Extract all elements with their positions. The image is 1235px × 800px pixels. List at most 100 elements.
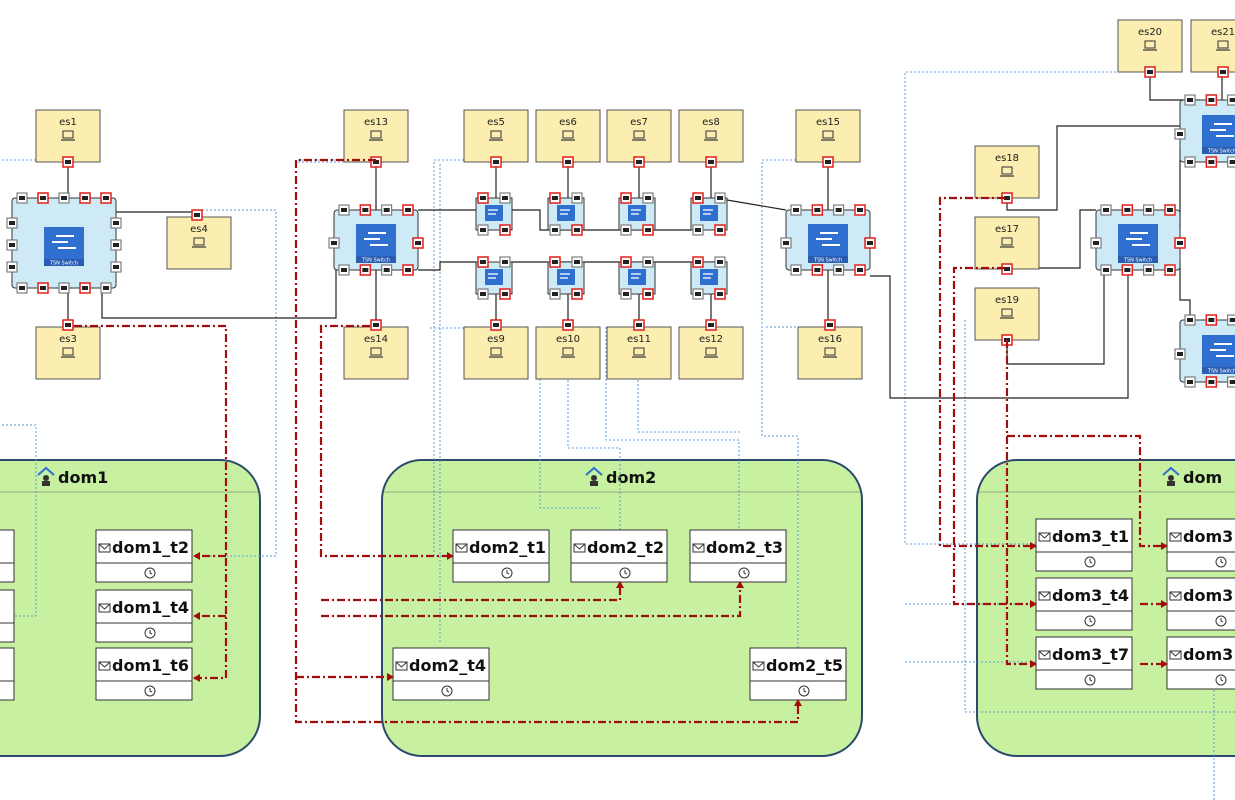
ethernet-port-icon[interactable] [477,256,489,268]
ethernet-port-icon[interactable] [79,192,91,204]
ethernet-port-icon[interactable] [692,256,704,268]
ethernet-port-icon[interactable] [854,204,866,216]
ethernet-port-icon[interactable] [790,264,802,276]
ethernet-port-icon[interactable] [1205,94,1218,106]
end-station-es1[interactable]: es1 [35,109,101,168]
ethernet-port-icon[interactable] [642,256,654,268]
task-d3t4[interactable]: dom3_t4 [1035,577,1133,631]
ethernet-port-icon[interactable] [790,204,802,216]
tsn-switch-sw2[interactable]: TSN Switch [328,204,424,276]
ethernet-port-icon[interactable] [110,217,122,229]
ethernet-port-icon[interactable] [100,282,112,294]
ethernet-port-icon[interactable] [477,288,489,300]
end-station-es21[interactable]: es21 [1190,19,1235,78]
end-station-es17[interactable]: es17 [974,216,1040,275]
ethernet-port-icon[interactable] [549,224,561,236]
task-d1t5[interactable]: 5 [0,647,15,701]
task-d3t5[interactable]: dom3 [1166,577,1235,631]
ethernet-port-icon[interactable] [1100,264,1112,276]
ethernet-port-icon[interactable] [79,282,91,294]
task-d3t1[interactable]: dom3_t1 [1035,518,1133,572]
ethernet-port-icon[interactable] [359,264,372,276]
ethernet-port-icon[interactable] [864,237,876,249]
task-d2t2[interactable]: dom2_t2 [570,529,668,583]
ethernet-port-icon[interactable] [549,192,561,204]
ethernet-port-icon[interactable] [37,282,49,294]
ethernet-port-icon[interactable] [58,192,70,204]
end-station-es3[interactable]: es3 [35,319,101,380]
ethernet-port-icon[interactable] [338,204,350,216]
task-d1t3[interactable]: 3 [0,589,15,643]
mini-switch[interactable] [475,256,513,300]
ethernet-port-icon[interactable] [499,288,511,300]
ethernet-port-icon[interactable] [705,319,717,331]
ethernet-port-icon[interactable] [854,264,866,276]
ethernet-port-icon[interactable] [37,192,49,204]
ethernet-port-icon[interactable] [1205,156,1218,168]
ethernet-port-icon[interactable] [1205,314,1218,326]
end-station-es10[interactable]: es10 [535,319,601,380]
ethernet-port-icon[interactable] [692,224,704,236]
mini-switch[interactable] [547,256,585,300]
ethernet-port-icon[interactable] [1143,204,1155,216]
ethernet-port-icon[interactable] [571,288,583,300]
domain-dom2[interactable]: dom2 [381,459,863,757]
end-station-es6[interactable]: es6 [535,109,601,168]
ethernet-port-icon[interactable] [110,261,122,273]
ethernet-port-icon[interactable] [833,264,845,276]
end-station-es15[interactable]: es15 [795,109,861,168]
ethernet-port-icon[interactable] [359,204,372,216]
ethernet-port-icon[interactable] [1184,156,1196,168]
ethernet-port-icon[interactable] [16,282,28,294]
ethernet-port-icon[interactable] [1144,66,1156,78]
ethernet-port-icon[interactable] [6,261,18,273]
ethernet-port-icon[interactable] [620,288,632,300]
ethernet-port-icon[interactable] [1174,128,1186,140]
task-d1t1[interactable]: 1 [0,529,15,583]
ethernet-port-icon[interactable] [1217,66,1229,78]
end-station-es8[interactable]: es8 [678,109,744,168]
ethernet-port-icon[interactable] [1174,348,1186,360]
ethernet-port-icon[interactable] [549,256,561,268]
end-station-es18[interactable]: es18 [974,145,1040,204]
ethernet-port-icon[interactable] [62,319,74,331]
end-station-es9[interactable]: es9 [463,319,529,380]
ethernet-port-icon[interactable] [6,217,18,229]
mini-switch[interactable] [618,256,656,300]
ethernet-port-icon[interactable] [1184,314,1196,326]
ethernet-port-icon[interactable] [100,192,112,204]
ethernet-port-icon[interactable] [58,282,70,294]
ethernet-port-icon[interactable] [571,256,583,268]
task-d2t1[interactable]: dom2_t1 [452,529,550,583]
ethernet-port-icon[interactable] [714,224,726,236]
end-station-es20[interactable]: es20 [1117,19,1183,78]
ethernet-port-icon[interactable] [16,192,28,204]
ethernet-port-icon[interactable] [780,237,792,249]
ethernet-port-icon[interactable] [692,192,704,204]
ethernet-port-icon[interactable] [822,156,834,168]
task-d2t3[interactable]: dom2_t3 [689,529,787,583]
ethernet-port-icon[interactable] [1164,204,1176,216]
end-station-es16[interactable]: es16 [797,319,863,380]
ethernet-port-icon[interactable] [642,288,654,300]
ethernet-port-icon[interactable] [811,204,824,216]
task-d1t2[interactable]: dom1_t2 [95,529,193,583]
ethernet-port-icon[interactable] [1205,376,1218,388]
mini-switch[interactable] [475,192,513,236]
end-station-es14[interactable]: es14 [343,319,409,380]
tsn-switch-sw6[interactable]: TSN Switch [1174,314,1235,388]
ethernet-port-icon[interactable] [562,156,574,168]
ethernet-port-icon[interactable] [381,264,393,276]
ethernet-port-icon[interactable] [833,204,845,216]
ethernet-port-icon[interactable] [633,156,645,168]
ethernet-port-icon[interactable] [499,224,511,236]
ethernet-port-icon[interactable] [402,204,414,216]
ethernet-port-icon[interactable] [1227,156,1235,168]
ethernet-port-icon[interactable] [1164,264,1176,276]
ethernet-port-icon[interactable] [714,288,726,300]
ethernet-port-icon[interactable] [1121,204,1134,216]
task-d3t2[interactable]: dom3 [1166,518,1235,572]
end-station-es12[interactable]: es12 [678,319,744,380]
ethernet-port-icon[interactable] [549,288,561,300]
